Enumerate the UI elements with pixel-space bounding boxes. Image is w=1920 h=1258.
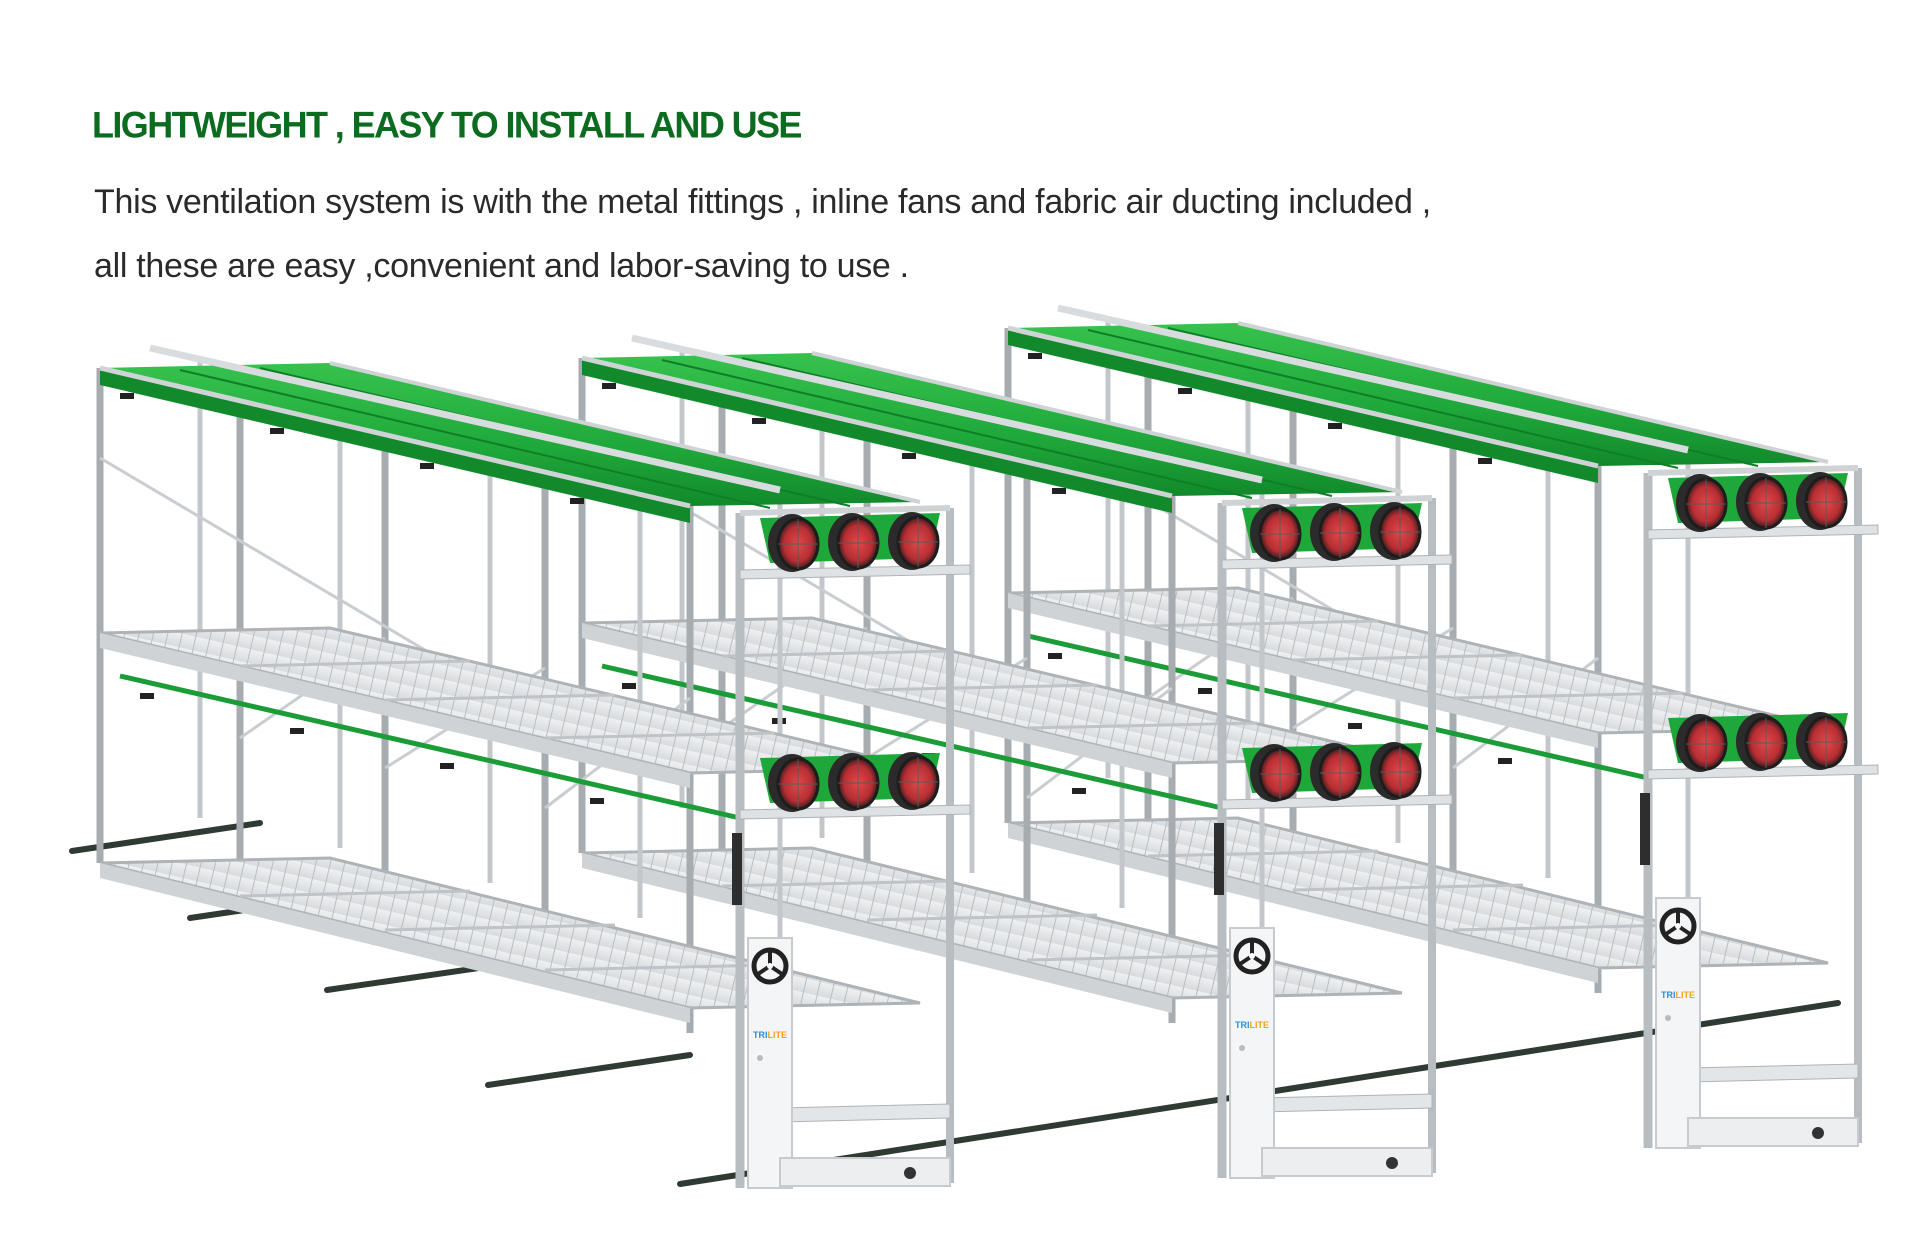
body-line-2: all these are easy ,convenient and labor…	[94, 247, 909, 285]
body-line-1: This ventilation system is with the meta…	[94, 183, 1431, 221]
headline: LIGHTWEIGHT , EASY TO INSTALL AND USE	[92, 104, 802, 146]
rack-front	[100, 348, 970, 1188]
body-text: This ventilation system is with the meta…	[94, 170, 1431, 298]
